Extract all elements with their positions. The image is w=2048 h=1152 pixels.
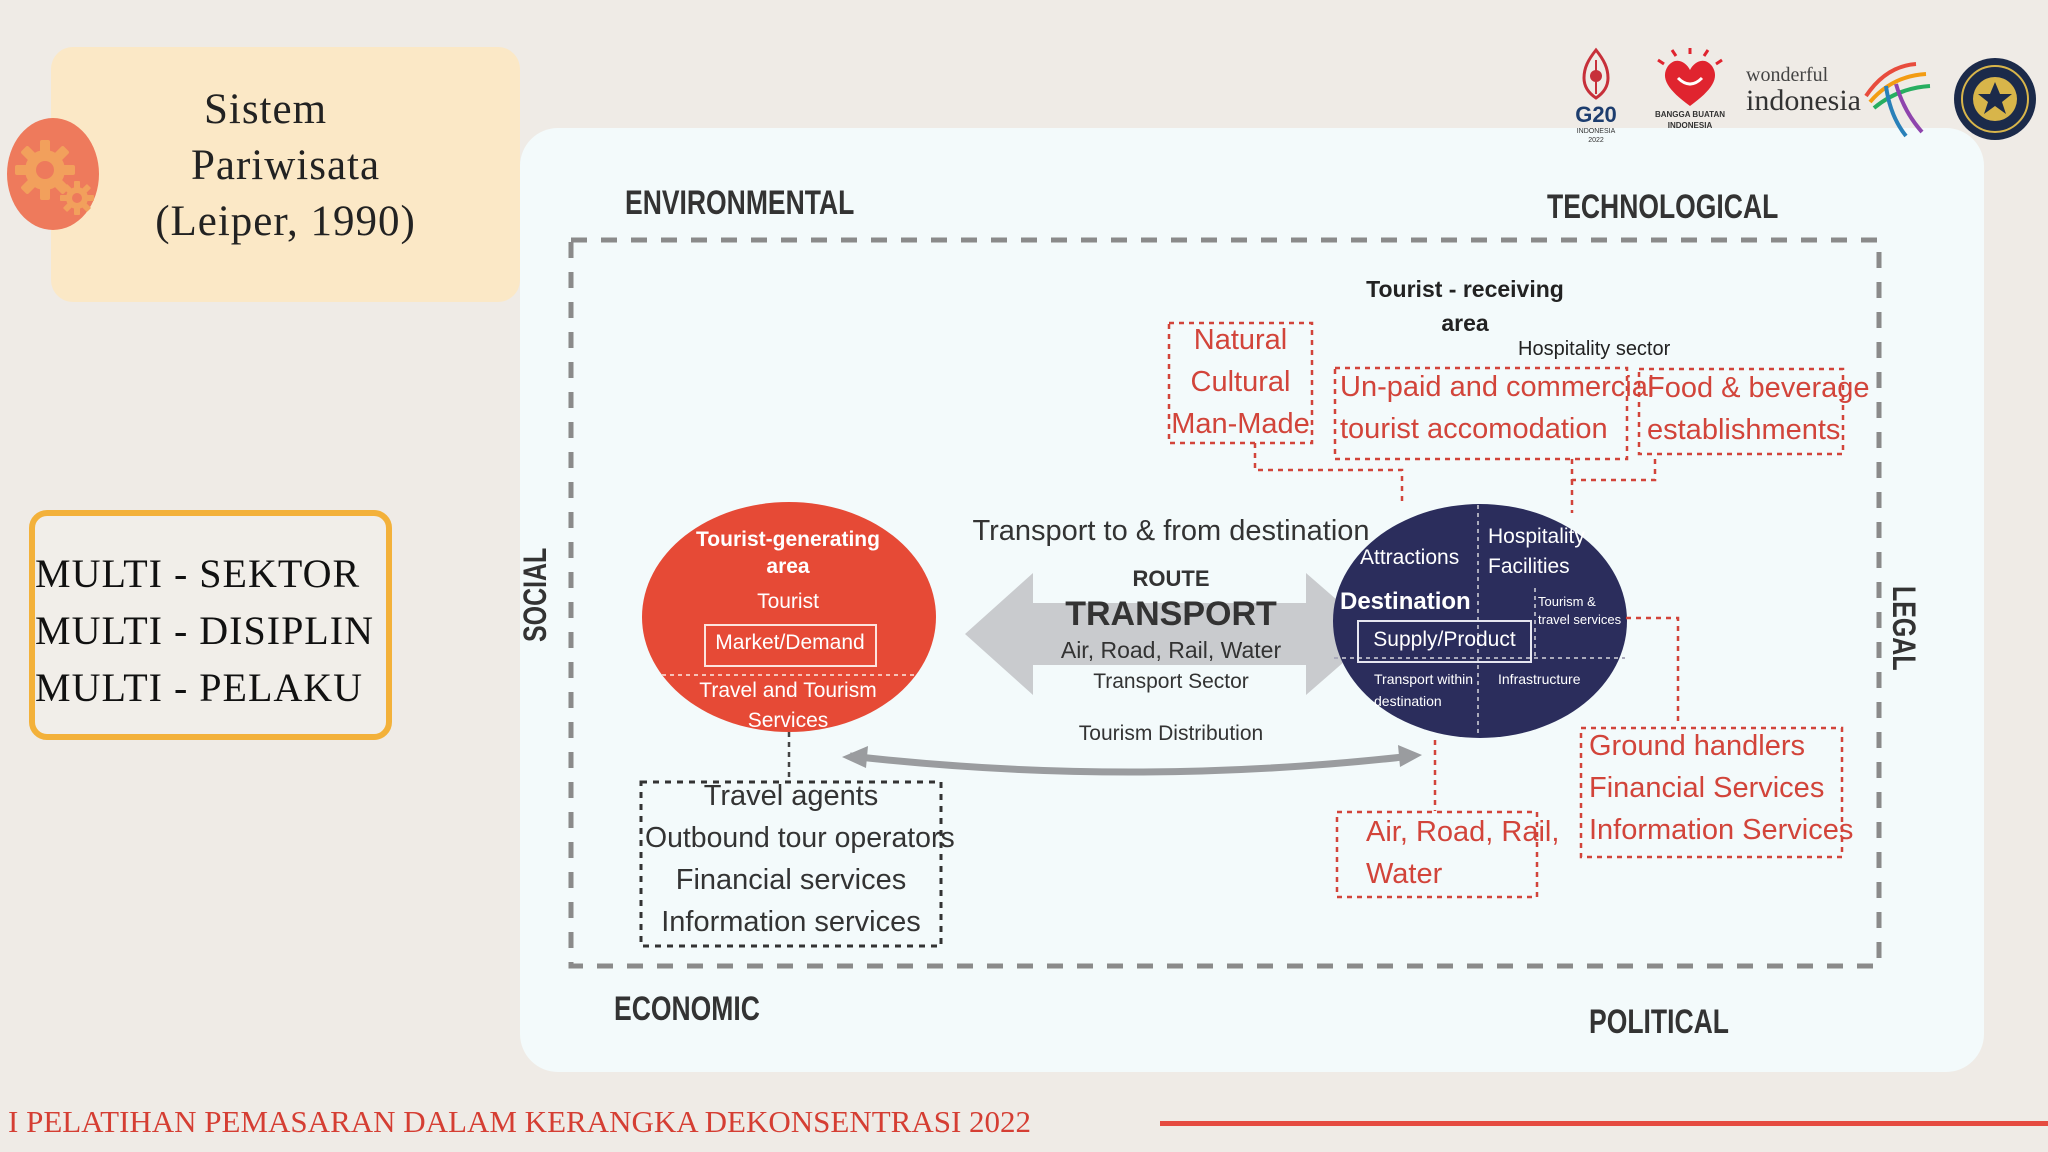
travel-agents-text: Travel agents xyxy=(703,780,879,812)
man-made-text: Man-Made xyxy=(1171,408,1310,440)
tourism-distribution-label: Tourism Distribution xyxy=(1078,722,1264,745)
services-label: Travel and Tourism xyxy=(699,679,877,702)
ground-handlers-box xyxy=(1579,726,1844,859)
travel-agents-box xyxy=(639,780,943,948)
tourism-distribution-arrow xyxy=(849,752,1413,776)
transport-to-from-label: Transport to & from destination xyxy=(972,515,1370,547)
food-beverage-box xyxy=(1637,367,1845,456)
accommodation-box xyxy=(1333,366,1629,461)
transport-modes-label: Air, Road, Rail, Water xyxy=(1060,637,1282,663)
food-beverage-text-1: Food & beverage xyxy=(1647,372,1870,404)
information-services-red-text: Information Services xyxy=(1589,814,1854,846)
g20-sub2: 2022 xyxy=(1588,137,1604,144)
outbound-operators-text: Outbound tour operators xyxy=(645,822,955,854)
multi-pelaku-text: MULTI - PELAKU xyxy=(35,665,364,710)
gears-icon xyxy=(7,118,99,230)
cultural-text: Cultural xyxy=(1190,366,1291,398)
financial-services-text: Financial services xyxy=(675,864,907,896)
garuda-icon xyxy=(1864,62,1931,138)
indonesia-text: indonesia xyxy=(1746,84,1861,117)
infrastructure-label: Infrastructure xyxy=(1498,671,1581,687)
multi-disiplin-text: MULTI - DISIPLIN xyxy=(35,608,374,653)
accommodation-text-2: tourist accomodation xyxy=(1340,413,1608,445)
g20-text: G20 xyxy=(1575,102,1617,127)
wonderful-text: wonderful xyxy=(1746,64,1829,86)
title-line-2: Pariwisata xyxy=(190,142,381,189)
g20-logo: G20 INDONESIA 2022 xyxy=(1566,46,1626,146)
transport-label: TRANSPORT xyxy=(1065,595,1277,633)
bangga-buatan-logo: BANGGA BUATAN INDONESIA xyxy=(1648,48,1732,138)
diagram-panel: ENVIRONMENTAL TECHNOLOGICAL ECONOMIC POL… xyxy=(517,128,1984,1072)
attractions-label: Attractions xyxy=(1360,546,1460,569)
modes-text-1: Air, Road, Rail, xyxy=(1366,816,1560,848)
kemenparekraf-seal-icon xyxy=(1952,56,2038,142)
information-services-text: Information services xyxy=(661,906,921,938)
destination-label: Destination xyxy=(1340,588,1471,615)
receiving-area-title: Tourist - receiving xyxy=(1366,276,1564,302)
bangga-text: BANGGA BUATAN xyxy=(1654,110,1726,119)
hospitality-label: Hospitality xyxy=(1488,525,1585,548)
generating-title-2: area xyxy=(766,555,810,578)
natural-text: Natural xyxy=(1193,324,1288,356)
g20-sub1: INDONESIA xyxy=(1576,128,1616,135)
bangga-sub-text: INDONESIA xyxy=(1667,121,1713,130)
transport-within-label-1: Transport within xyxy=(1374,671,1474,687)
attractions-type-box xyxy=(1167,321,1314,445)
food-beverage-text-2: establishments xyxy=(1647,414,1841,446)
transport-within-label-2: destination xyxy=(1374,693,1442,709)
tourism-travel-label-1: Tourism & xyxy=(1538,594,1596,609)
receiving-area-title-2: area xyxy=(1441,310,1489,336)
multi-box: MULTI - SEKTOR MULTI - DISIPLIN MULTI - … xyxy=(29,510,392,740)
wonderful-indonesia-logo: wonderful indonesia xyxy=(1746,56,1936,146)
multi-sektor-text: MULTI - SEKTOR xyxy=(35,551,361,596)
environmental-label: ENVIRONMENTAL xyxy=(625,184,855,222)
generating-title: Tourist-generating xyxy=(696,528,880,551)
legal-label: LEGAL xyxy=(1886,586,1922,671)
title-line-3: (Leiper, 1990) xyxy=(155,198,416,245)
political-label: POLITICAL xyxy=(1589,1003,1729,1041)
tourism-travel-label-2: travel services xyxy=(1538,612,1622,627)
diagram-graphics xyxy=(568,237,1882,969)
transport-double-arrow xyxy=(965,573,1376,695)
footer-title: I PELATIHAN PEMASARAN DALAM KERANGKA DEK… xyxy=(8,1104,1032,1139)
transport-modes-box xyxy=(1335,810,1539,899)
supply-product-box xyxy=(1357,620,1532,663)
technological-label: TECHNOLOGICAL xyxy=(1547,188,1779,226)
economic-label: ECONOMIC xyxy=(614,990,760,1028)
modes-text-2: Water xyxy=(1366,858,1443,890)
social-label: SOCIAL xyxy=(517,547,553,642)
services-label-2: Services xyxy=(747,709,829,732)
market-demand-label: Market/Demand xyxy=(715,631,865,654)
facilities-label: Facilities xyxy=(1488,555,1570,578)
route-label: ROUTE xyxy=(1132,566,1210,591)
tourist-label: Tourist xyxy=(757,590,819,613)
title-card: Sistem Pariwisata (Leiper, 1990) xyxy=(51,47,520,302)
title-line-1: Sistem xyxy=(203,86,328,133)
supply-product-label: Supply/Product xyxy=(1373,628,1516,651)
hospitality-sector-label: Hospitality sector xyxy=(1518,338,1671,360)
environment-border xyxy=(568,237,1882,969)
financial-services-red-text: Financial Services xyxy=(1589,772,1825,804)
footer-line xyxy=(1160,1121,2048,1126)
ground-handlers-text: Ground handlers xyxy=(1589,730,1806,762)
accommodation-text-1: Un-paid and commercial xyxy=(1340,371,1655,403)
transport-sector-label: Transport Sector xyxy=(1093,670,1249,693)
market-demand-box xyxy=(704,624,877,667)
